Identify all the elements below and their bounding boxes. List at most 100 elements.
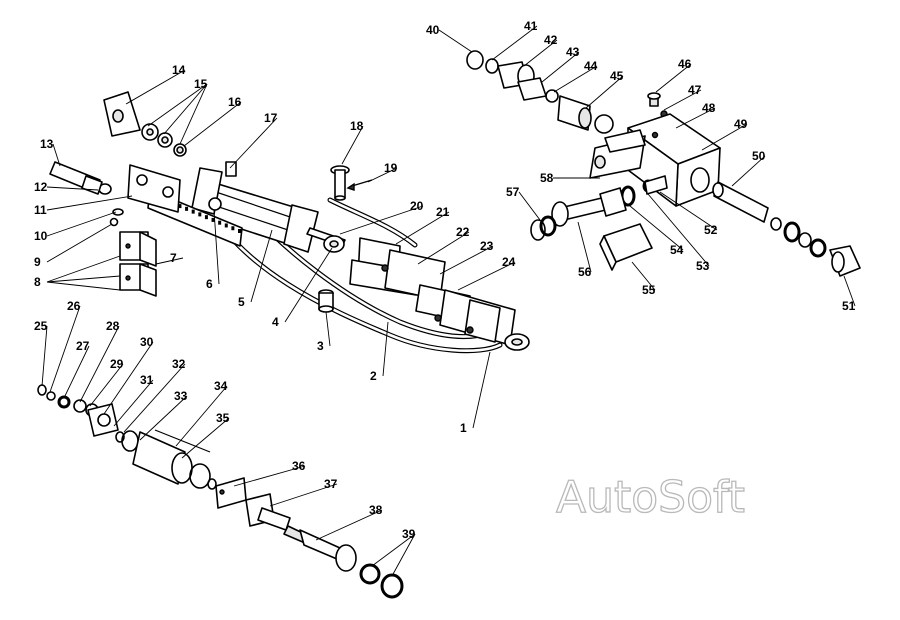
leader-line-54 xyxy=(629,205,684,251)
part-label-10: 10 xyxy=(34,229,48,243)
part-label-28: 28 xyxy=(106,319,120,333)
leader-line-6 xyxy=(213,209,220,285)
part-label-46: 46 xyxy=(678,57,692,71)
part-label-4: 4 xyxy=(272,315,279,329)
part-label-27: 27 xyxy=(76,339,90,353)
part-label-41: 41 xyxy=(524,19,538,33)
leader-line-43 xyxy=(541,51,580,83)
leader-line-24 xyxy=(457,261,516,291)
part-label-35: 35 xyxy=(216,411,230,425)
part-label-56: 56 xyxy=(578,265,592,279)
leader-line-8 xyxy=(46,275,121,283)
leader-line-4 xyxy=(284,247,333,323)
part-label-54: 54 xyxy=(670,243,684,257)
part-label-2: 2 xyxy=(370,369,377,383)
leader-line-31 xyxy=(113,379,154,427)
mount-bracket xyxy=(127,164,181,213)
leader-line-19 xyxy=(367,167,398,183)
part-label-58: 58 xyxy=(540,171,554,185)
part-label-26: 26 xyxy=(67,299,81,313)
part-label-31: 31 xyxy=(140,373,154,387)
leader-line-46 xyxy=(655,63,692,93)
part-label-3: 3 xyxy=(317,339,324,353)
leader-line-5 xyxy=(250,229,273,303)
watermark: AutoSoft xyxy=(556,472,745,523)
right-valve-group xyxy=(466,50,861,277)
leader-line-45 xyxy=(585,75,624,109)
leader-line-21 xyxy=(395,211,450,245)
part-label-48: 48 xyxy=(702,101,716,115)
leader-line-57 xyxy=(518,191,541,221)
part-label-21: 21 xyxy=(436,205,450,219)
part-label-12: 12 xyxy=(34,180,48,194)
leader-line-49 xyxy=(701,123,748,151)
part-label-55: 55 xyxy=(642,283,656,297)
bracket-stack xyxy=(49,161,157,297)
part-label-38: 38 xyxy=(369,503,383,517)
leader-line-56 xyxy=(577,221,592,273)
part-label-36: 36 xyxy=(292,459,306,473)
leader-line-41 xyxy=(491,25,538,61)
part-label-1: 1 xyxy=(460,421,467,435)
part-label-11: 11 xyxy=(34,203,47,217)
clevis-and-nuts xyxy=(103,91,187,157)
leader-line-13 xyxy=(52,143,61,167)
part-label-6: 6 xyxy=(206,277,213,291)
leader-line-10 xyxy=(46,211,117,237)
leader-line-15 xyxy=(179,83,208,145)
valve-assembly xyxy=(349,237,530,351)
leader-line-16 xyxy=(183,101,242,147)
leader-line-37 xyxy=(269,483,338,507)
part-label-16: 16 xyxy=(228,95,242,109)
leader-line-38 xyxy=(315,509,383,541)
cylinder-body xyxy=(191,161,319,253)
part-label-25: 25 xyxy=(34,319,48,333)
lower-cylinder-parts xyxy=(37,384,404,599)
part-label-44: 44 xyxy=(584,59,598,73)
leader-line-8 xyxy=(46,255,121,283)
part-label-19: 19 xyxy=(384,161,398,175)
leader-lines xyxy=(41,25,856,577)
part-label-45: 45 xyxy=(610,69,624,83)
leader-line-42 xyxy=(523,39,558,67)
part-label-24: 24 xyxy=(502,255,516,269)
part-label-50: 50 xyxy=(752,149,766,163)
part-label-33: 33 xyxy=(174,389,188,403)
part-label-29: 29 xyxy=(110,357,124,371)
part-label-53: 53 xyxy=(696,259,710,273)
leader-line-26 xyxy=(49,305,81,393)
leader-line-1 xyxy=(472,351,491,429)
leader-line-52 xyxy=(659,191,718,231)
part-label-34: 34 xyxy=(214,379,228,393)
part-label-22: 22 xyxy=(456,225,470,239)
leader-line-50 xyxy=(731,155,766,187)
leader-line-53 xyxy=(647,193,710,267)
part-label-18: 18 xyxy=(350,119,364,133)
pin-and-clip xyxy=(318,165,373,313)
leader-line-33 xyxy=(139,395,188,441)
leader-line-11 xyxy=(46,195,133,211)
leader-line-12 xyxy=(46,186,99,191)
part-label-13: 13 xyxy=(40,137,54,151)
leader-line-15 xyxy=(163,83,208,135)
part-label-7: 7 xyxy=(170,251,177,265)
leader-line-35 xyxy=(181,417,230,459)
leader-line-25 xyxy=(41,325,48,387)
leader-line-2 xyxy=(382,321,389,377)
leader-line-17 xyxy=(229,117,278,169)
part-label-42: 42 xyxy=(544,33,558,47)
part-label-47: 47 xyxy=(688,83,702,97)
leader-line-14 xyxy=(125,69,186,105)
part-label-39: 39 xyxy=(402,527,416,541)
part-label-51: 51 xyxy=(842,299,856,313)
part-label-14: 14 xyxy=(172,63,186,77)
part-label-49: 49 xyxy=(734,117,748,131)
leader-line-51 xyxy=(843,275,856,307)
leader-line-18 xyxy=(341,125,364,165)
leader-line-20 xyxy=(339,205,424,235)
part-label-52: 52 xyxy=(704,223,718,237)
leader-line-22 xyxy=(417,231,470,265)
leader-line-23 xyxy=(439,245,494,275)
